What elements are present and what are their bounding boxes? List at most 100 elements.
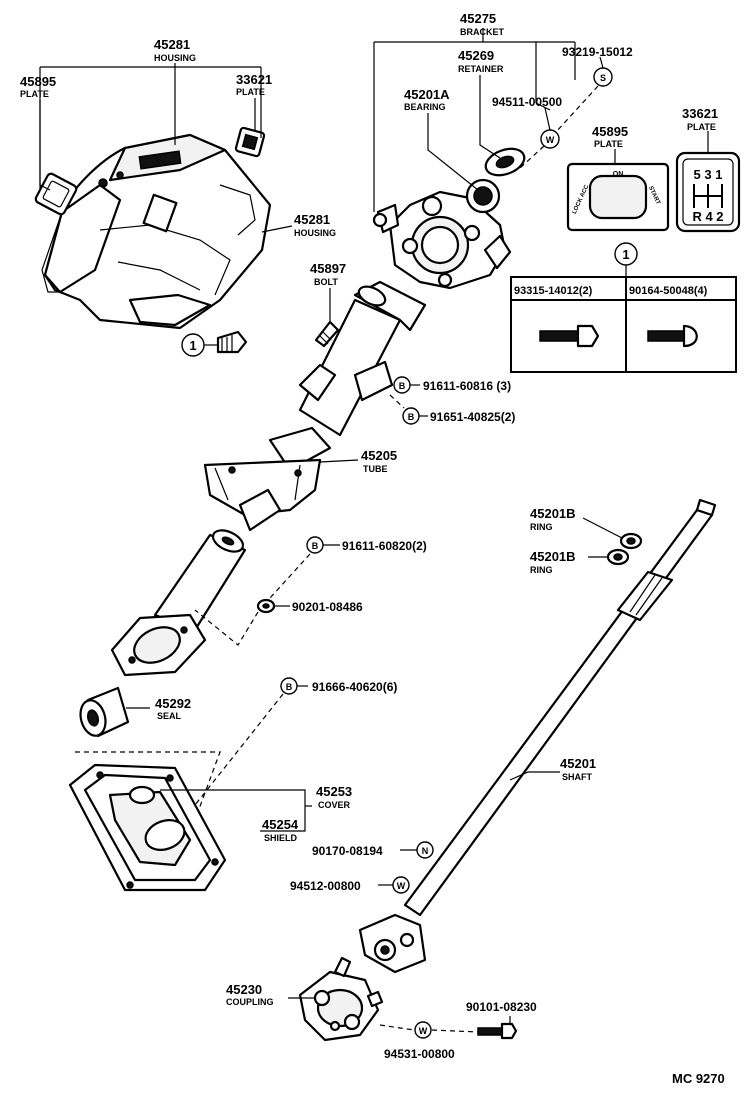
label-33621-top-name: PLATE xyxy=(236,87,265,97)
label-45269-number: 45269 xyxy=(458,48,494,63)
leader-dashed-sw xyxy=(555,85,599,133)
label-94531-00800: 94531-00800 xyxy=(384,1047,455,1061)
b-bolt-mid: B xyxy=(306,536,324,554)
leader-dashed-bolt-low xyxy=(431,1029,479,1033)
label-45897-name: BOLT xyxy=(314,277,338,287)
ref-table-col2: 90164-50048(4) xyxy=(629,285,708,297)
plate-45895-small xyxy=(34,172,78,216)
plate-33621-small xyxy=(234,126,266,158)
label-45201-number: 45201 xyxy=(560,756,596,771)
b-marker: B xyxy=(408,412,415,422)
label-45201b-2-number: 45201B xyxy=(530,549,576,564)
label-45205-number: 45205 xyxy=(361,448,397,463)
label-45201b-1-number: 45201B xyxy=(530,506,576,521)
shift-pattern-bottom: R 4 2 xyxy=(692,209,723,224)
b-bolt-upper-1: B xyxy=(393,376,411,394)
labels: 45281 HOUSING 45895 PLATE 33621 PLATE 45… xyxy=(20,11,725,1086)
plate-33621-detail: 5 3 1 R 4 2 xyxy=(675,151,741,233)
leader-dashed-b-low xyxy=(194,693,284,806)
tube-45205 xyxy=(110,280,427,677)
label-45253-name: COVER xyxy=(318,800,351,810)
bracket-assembly xyxy=(372,147,526,290)
label-45895-left-number: 45895 xyxy=(20,74,56,89)
label-91611-60816: 91611-60816 (3) xyxy=(423,379,511,393)
figure-code: MC 9270 xyxy=(672,1071,725,1086)
ref-table: 1 93315-14012(2) 90164-50048(4) xyxy=(510,242,737,373)
label-94511-00500: 94511-00500 xyxy=(492,95,562,109)
label-45254-name: SHIELD xyxy=(264,833,298,843)
label-45281-top-number: 45281 xyxy=(154,37,190,52)
leader-dashed-w-low xyxy=(379,1024,415,1031)
leader-dashed-seal xyxy=(75,751,221,821)
ref-table-col1: 93315-14012(2) xyxy=(514,285,593,297)
label-93219-15012: 93219-15012 xyxy=(562,45,633,59)
screw-ref-1: 1 xyxy=(181,330,248,357)
b-marker: B xyxy=(286,682,293,692)
n-marker: N xyxy=(422,846,429,856)
ref-one-marker: 1 xyxy=(189,338,196,353)
housing-assembly xyxy=(41,133,272,330)
label-45275-number: 45275 xyxy=(460,11,496,26)
shaft-45201 xyxy=(358,498,717,974)
label-45201-name: SHAFT xyxy=(562,772,592,782)
label-94512-00800: 94512-00800 xyxy=(290,879,361,893)
s-washer-upper: S xyxy=(593,67,613,87)
label-90201-08486: 90201-08486 xyxy=(292,600,363,614)
bolt-45897 xyxy=(314,320,340,348)
w-washer-upper: W xyxy=(540,129,560,149)
ref-table-marker: 1 xyxy=(622,247,629,262)
shift-pattern-top: 5 3 1 xyxy=(694,167,723,182)
w-marker: W xyxy=(546,135,555,145)
label-45292-number: 45292 xyxy=(155,696,191,711)
coupling-45230 xyxy=(298,956,384,1042)
label-45201a-name: BEARING xyxy=(404,102,446,112)
screw-93315-icon xyxy=(539,324,600,348)
bolt-90101 xyxy=(477,1022,518,1040)
cover-45253 xyxy=(68,763,227,892)
label-45201b-1-name: RING xyxy=(530,522,553,532)
w-washer-low: W xyxy=(414,1021,432,1039)
label-90101-08230: 90101-08230 xyxy=(466,1000,537,1014)
ring-45201b-1 xyxy=(619,532,643,550)
label-45281-top-name: HOUSING xyxy=(154,53,196,63)
plate-text-on: ON xyxy=(613,171,624,178)
label-45254-number: 45254 xyxy=(262,817,299,832)
w-washer-mid: W xyxy=(392,876,410,894)
screw-90164-icon xyxy=(647,324,698,348)
plate-45895-detail: ON LOCK ACC START xyxy=(566,162,670,232)
label-91651-40825: 91651-40825(2) xyxy=(430,410,515,424)
b-marker: B xyxy=(399,381,406,391)
label-33621-top-number: 33621 xyxy=(236,72,272,87)
label-45275-name: BRACKET xyxy=(460,27,505,37)
leader-dashed-b-mid xyxy=(269,553,311,599)
label-45253-number: 45253 xyxy=(316,784,352,799)
nut-90201 xyxy=(256,598,276,614)
label-33621-right-number: 33621 xyxy=(682,106,718,121)
ring-45201b-2 xyxy=(606,548,630,566)
w-marker: W xyxy=(419,1026,428,1036)
b-bolt-low: B xyxy=(280,677,298,695)
leader-dashed-b xyxy=(389,394,405,409)
b-marker: B xyxy=(312,541,319,551)
n-nut: N xyxy=(416,841,434,859)
leader-dashed-nut xyxy=(194,609,259,646)
label-45281-side-name: HOUSING xyxy=(294,228,336,238)
label-45895-mid-name: PLATE xyxy=(594,139,623,149)
label-45201a-number: 45201A xyxy=(404,87,450,102)
leader-dashed-w-retainer xyxy=(519,145,545,169)
label-91611-60820: 91611-60820(2) xyxy=(342,539,427,553)
label-45205-name: TUBE xyxy=(363,464,388,474)
w-marker: W xyxy=(397,881,406,891)
label-45895-left-name: PLATE xyxy=(20,89,49,99)
label-45897-number: 45897 xyxy=(310,261,346,276)
label-33621-right-name: PLATE xyxy=(687,122,716,132)
label-90170-08194: 90170-08194 xyxy=(312,844,383,858)
label-45201b-2-name: RING xyxy=(530,565,553,575)
label-45230-number: 45230 xyxy=(226,982,262,997)
label-45292-name: SEAL xyxy=(157,711,182,721)
leader-lines xyxy=(39,28,709,1024)
label-91666-40620: 91666-40620(6) xyxy=(312,680,397,694)
label-45269-name: RETAINER xyxy=(458,64,504,74)
label-45895-mid-number: 45895 xyxy=(592,124,628,139)
